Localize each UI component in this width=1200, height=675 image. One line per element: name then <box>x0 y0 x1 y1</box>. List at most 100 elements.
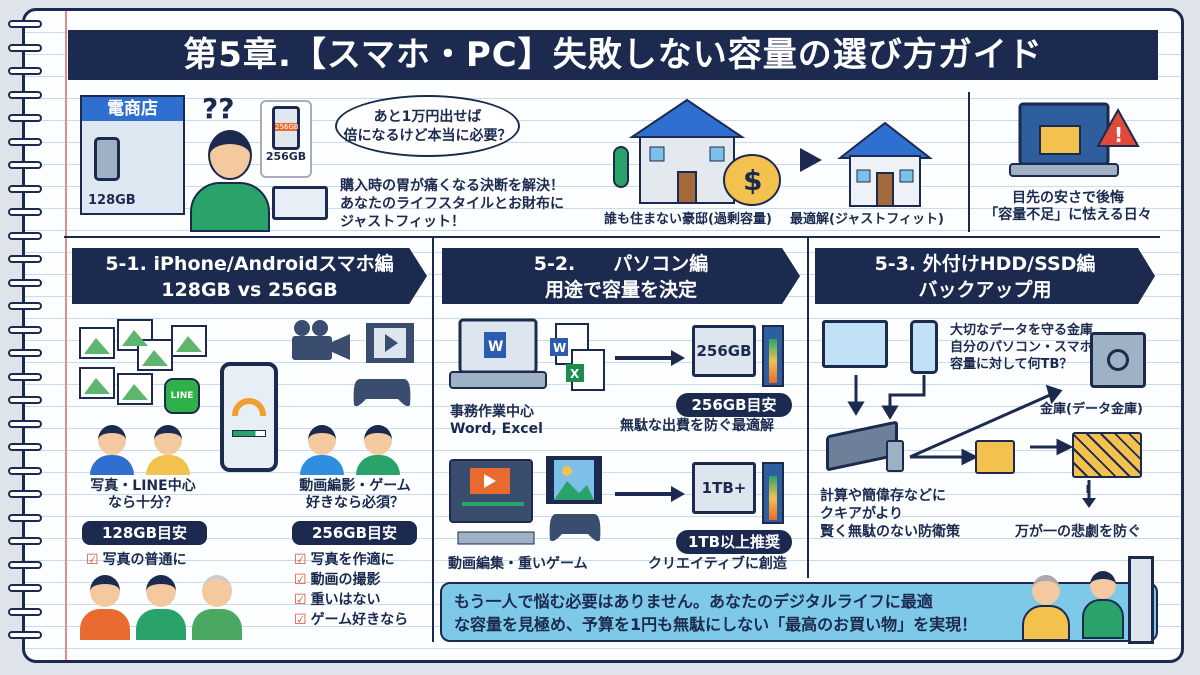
family-illustration <box>78 575 248 640</box>
arrow-down-icon <box>1082 480 1096 508</box>
arrow-right-icon <box>615 350 685 366</box>
lead-text: 購入時の胃が痛くなる決断を解決！あなたのライフスタイルとお財布にジャストフィット… <box>340 178 564 230</box>
spiral-ring <box>8 396 42 404</box>
arrow-right-icon <box>615 486 685 502</box>
line-app-icon: LINE <box>164 378 200 414</box>
badge-256gb: 256GB目安 <box>292 521 417 545</box>
backup-left-note: 計算や簡偉存などにクキアがより賢く無駄のない防衛策 <box>820 488 960 540</box>
store-sign: 電商店 <box>82 97 183 121</box>
video-play-icon <box>366 323 414 363</box>
door-icon <box>1128 556 1154 644</box>
spiral-binding <box>8 20 48 650</box>
safe-label: 金庫(データ金庫) <box>1040 402 1143 417</box>
image-film-icon <box>546 456 602 504</box>
phone-tag: 256GB <box>275 123 299 131</box>
spiral-ring <box>8 490 42 498</box>
women-illustration <box>90 425 200 475</box>
spiral-ring <box>8 278 42 287</box>
monitor-icon <box>822 320 888 368</box>
notebook-page <box>22 8 1184 663</box>
spiral-ring <box>8 20 42 28</box>
mansion-icon: $ <box>613 98 781 206</box>
phone-label: 256GB <box>265 150 307 163</box>
desktop-256gb: 256GB <box>692 325 756 377</box>
spiral-ring <box>8 537 42 545</box>
spiral-ring <box>8 631 42 639</box>
margin-line <box>65 11 67 660</box>
question-marks: ?? <box>202 92 235 125</box>
laptop-word-icon: W <box>449 318 547 389</box>
mansion-caption: 誰も住まない豪邸(過剰容量) <box>604 212 772 227</box>
phone-drive-icon <box>886 440 904 472</box>
checkbox-icon: ☑ <box>294 612 307 628</box>
spiral-ring <box>8 184 42 193</box>
spiral-ring <box>8 349 42 357</box>
checklist-128gb: ☑写真の普通に <box>86 550 187 570</box>
bubble-line: 倍になるけど本当に必要？ <box>343 128 512 144</box>
office-note: 無駄な出費を防ぐ最適解 <box>620 418 774 434</box>
check-item: ☑ゲーム好きなら <box>294 612 409 628</box>
smartphone-left-caption: 写真・LINE中心なら十分？ <box>90 478 196 511</box>
callout-line: もう一人で悩む必要はありません。あなたのデジタルライフに最適 <box>454 592 933 611</box>
check-item: ☑写真の普通に <box>86 552 187 568</box>
speech-bubble: あと1万円出せば 倍になるけど本当に必要？ <box>335 95 520 157</box>
page-title: 第5章.【スマホ・PC】失敗しない容量の選び方ガイド <box>68 30 1158 80</box>
spiral-ring <box>8 560 42 569</box>
section-header-5-2: 5-2. パソコン編用途で容量を決定 <box>442 248 800 304</box>
svg-text:X: X <box>570 367 580 381</box>
spiral-ring <box>8 466 42 475</box>
spiral-ring <box>8 208 42 216</box>
smartphone-icon <box>910 320 938 374</box>
phone-card: 256GB 256GB <box>260 100 312 178</box>
checkbox-icon: ☑ <box>294 572 307 588</box>
safe-icon <box>1090 332 1146 388</box>
store-phone-label: 128GB <box>88 193 136 208</box>
spiral-ring <box>8 513 42 522</box>
spiral-ring <box>8 137 42 146</box>
spiral-ring <box>8 419 42 428</box>
storage-meter <box>762 325 784 387</box>
regret-caption: 目先の安さで後悔「容量不足」に怯える日々 <box>984 190 1152 223</box>
gamepad-icon <box>353 379 411 407</box>
section-header-5-3: 5-3. 外付けHDD/SSD編バックアップ用 <box>815 248 1155 304</box>
creative-caption: 動画編集・重いゲーム <box>448 556 588 572</box>
men-illustration <box>300 425 410 475</box>
svg-text:!: ! <box>1114 123 1123 147</box>
badge-256gb-pc: 256GB目安 <box>676 393 792 417</box>
confused-man-icon <box>190 130 270 232</box>
house-caption: 最適解(ジャストフィット) <box>790 212 944 227</box>
smartphone-gauge-icon <box>220 362 278 472</box>
column-divider <box>432 238 434 642</box>
checklist-256gb: ☑写真を作適に ☑動画の撮影 ☑重いはない ☑ゲーム好きなら <box>294 550 408 630</box>
svg-text:W: W <box>488 339 503 355</box>
svg-text:W: W <box>553 341 566 355</box>
check-item: ☑写真を作適に <box>294 552 395 568</box>
spiral-ring <box>8 231 42 240</box>
photos-icon <box>79 319 207 405</box>
spiral-ring <box>8 584 42 592</box>
spiral-ring <box>8 255 42 263</box>
desktop-1tb: 1TB+ <box>692 462 756 514</box>
spiral-ring <box>8 372 42 381</box>
arrow-right-icon <box>800 148 822 172</box>
divider <box>968 92 970 232</box>
checkbox-icon: ☑ <box>86 552 99 568</box>
check-item: ☑重いはない <box>294 592 381 608</box>
spiral-ring <box>8 443 42 451</box>
svg-text:$: $ <box>743 164 762 197</box>
documents-icon: WX <box>550 323 605 391</box>
section-divider <box>64 236 1160 238</box>
spiral-ring <box>8 43 42 52</box>
folders-stack-icon <box>1072 432 1142 478</box>
spiral-ring <box>8 67 42 75</box>
spiral-ring <box>8 90 42 99</box>
bubble-line: あと1万円出せば <box>373 109 482 125</box>
check-item: ☑動画の撮影 <box>294 572 381 588</box>
column-divider <box>807 238 809 578</box>
house-icon <box>837 121 933 207</box>
store-illustration: 電商店 128GB <box>80 95 185 215</box>
backup-right-note: 万が一の悲劇を防ぐ <box>1015 524 1141 540</box>
storage-meter <box>762 462 784 524</box>
